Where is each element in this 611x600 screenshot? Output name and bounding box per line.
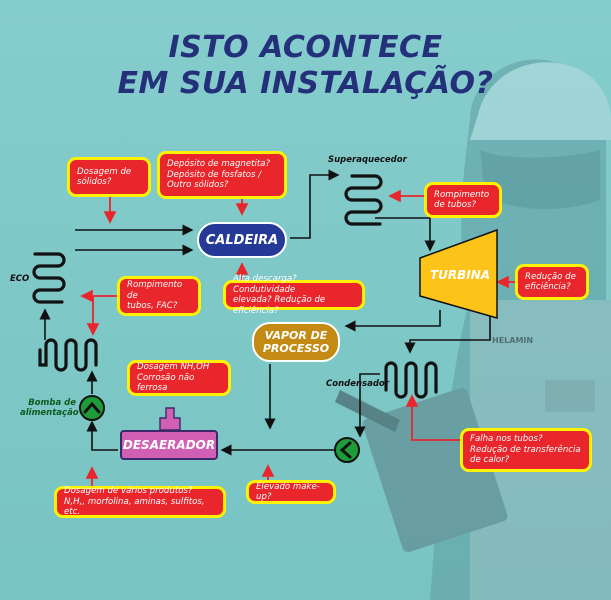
problem-deposito: Depósito de magnetita? Depósito de fosfa… — [157, 151, 287, 199]
flow-lines — [39, 169, 491, 456]
bomba-alimentacao-pump — [79, 395, 105, 421]
condensate-pump — [334, 437, 360, 463]
problem-dosagem-varios: Dosagem de vários produtos? N,H,, morfol… — [54, 486, 226, 518]
problem-rompimento-eco: Rompimento de tubos, FAC? — [117, 276, 201, 316]
problem-dosagem-solidos: Dosagem de sólidos? — [67, 157, 151, 197]
problem-alta-descarga: Alta descarga? Condutividade elevada? Re… — [223, 274, 365, 316]
desaerador-node: DESAERADOR — [120, 430, 218, 460]
condensador-coil-icon — [384, 361, 438, 399]
vapor-processo-node: VAPOR DE PROCESSO — [252, 322, 340, 362]
problem-arrows — [80, 189, 515, 488]
problem-reducao-turbina: Redução de eficiência? — [515, 264, 589, 300]
eco2-coil-icon — [38, 338, 98, 372]
bomba-label: Bomba de alimentação — [20, 398, 79, 418]
chevron-up-icon — [83, 401, 101, 414]
superaquecedor-coil-icon — [344, 174, 383, 226]
turbina-label: TURBINA — [429, 268, 491, 282]
problem-dosagem-nh: Dosagem NH,OH Corrosão não ferrosa — [127, 360, 231, 396]
eco-coil-icon — [32, 252, 66, 304]
chevron-left-icon — [339, 441, 352, 459]
superaquecedor-label: Superaquecedor — [328, 155, 407, 165]
problem-rompimento-superaquecedor: Rompimento de tubos? — [424, 182, 502, 218]
problem-falha-tubos: Falha nos tubos? Redução de transferênci… — [460, 428, 592, 472]
desaerador-vent — [159, 407, 181, 431]
helamin-logo-text: HELAMIN — [492, 336, 534, 345]
eco-label: ECO — [10, 274, 30, 284]
title-line-1: ISTO ACONTECE — [168, 30, 443, 65]
caldeira-node: CALDEIRA — [197, 222, 287, 258]
turbina-shape — [419, 228, 498, 319]
worker-illustration — [335, 59, 611, 600]
title-line-2: EM SUA INSTALAÇÃO? — [117, 66, 494, 101]
problem-elevado-makeup: Elevado make-up? — [246, 480, 336, 504]
condensador-label: Condensador — [326, 379, 389, 389]
